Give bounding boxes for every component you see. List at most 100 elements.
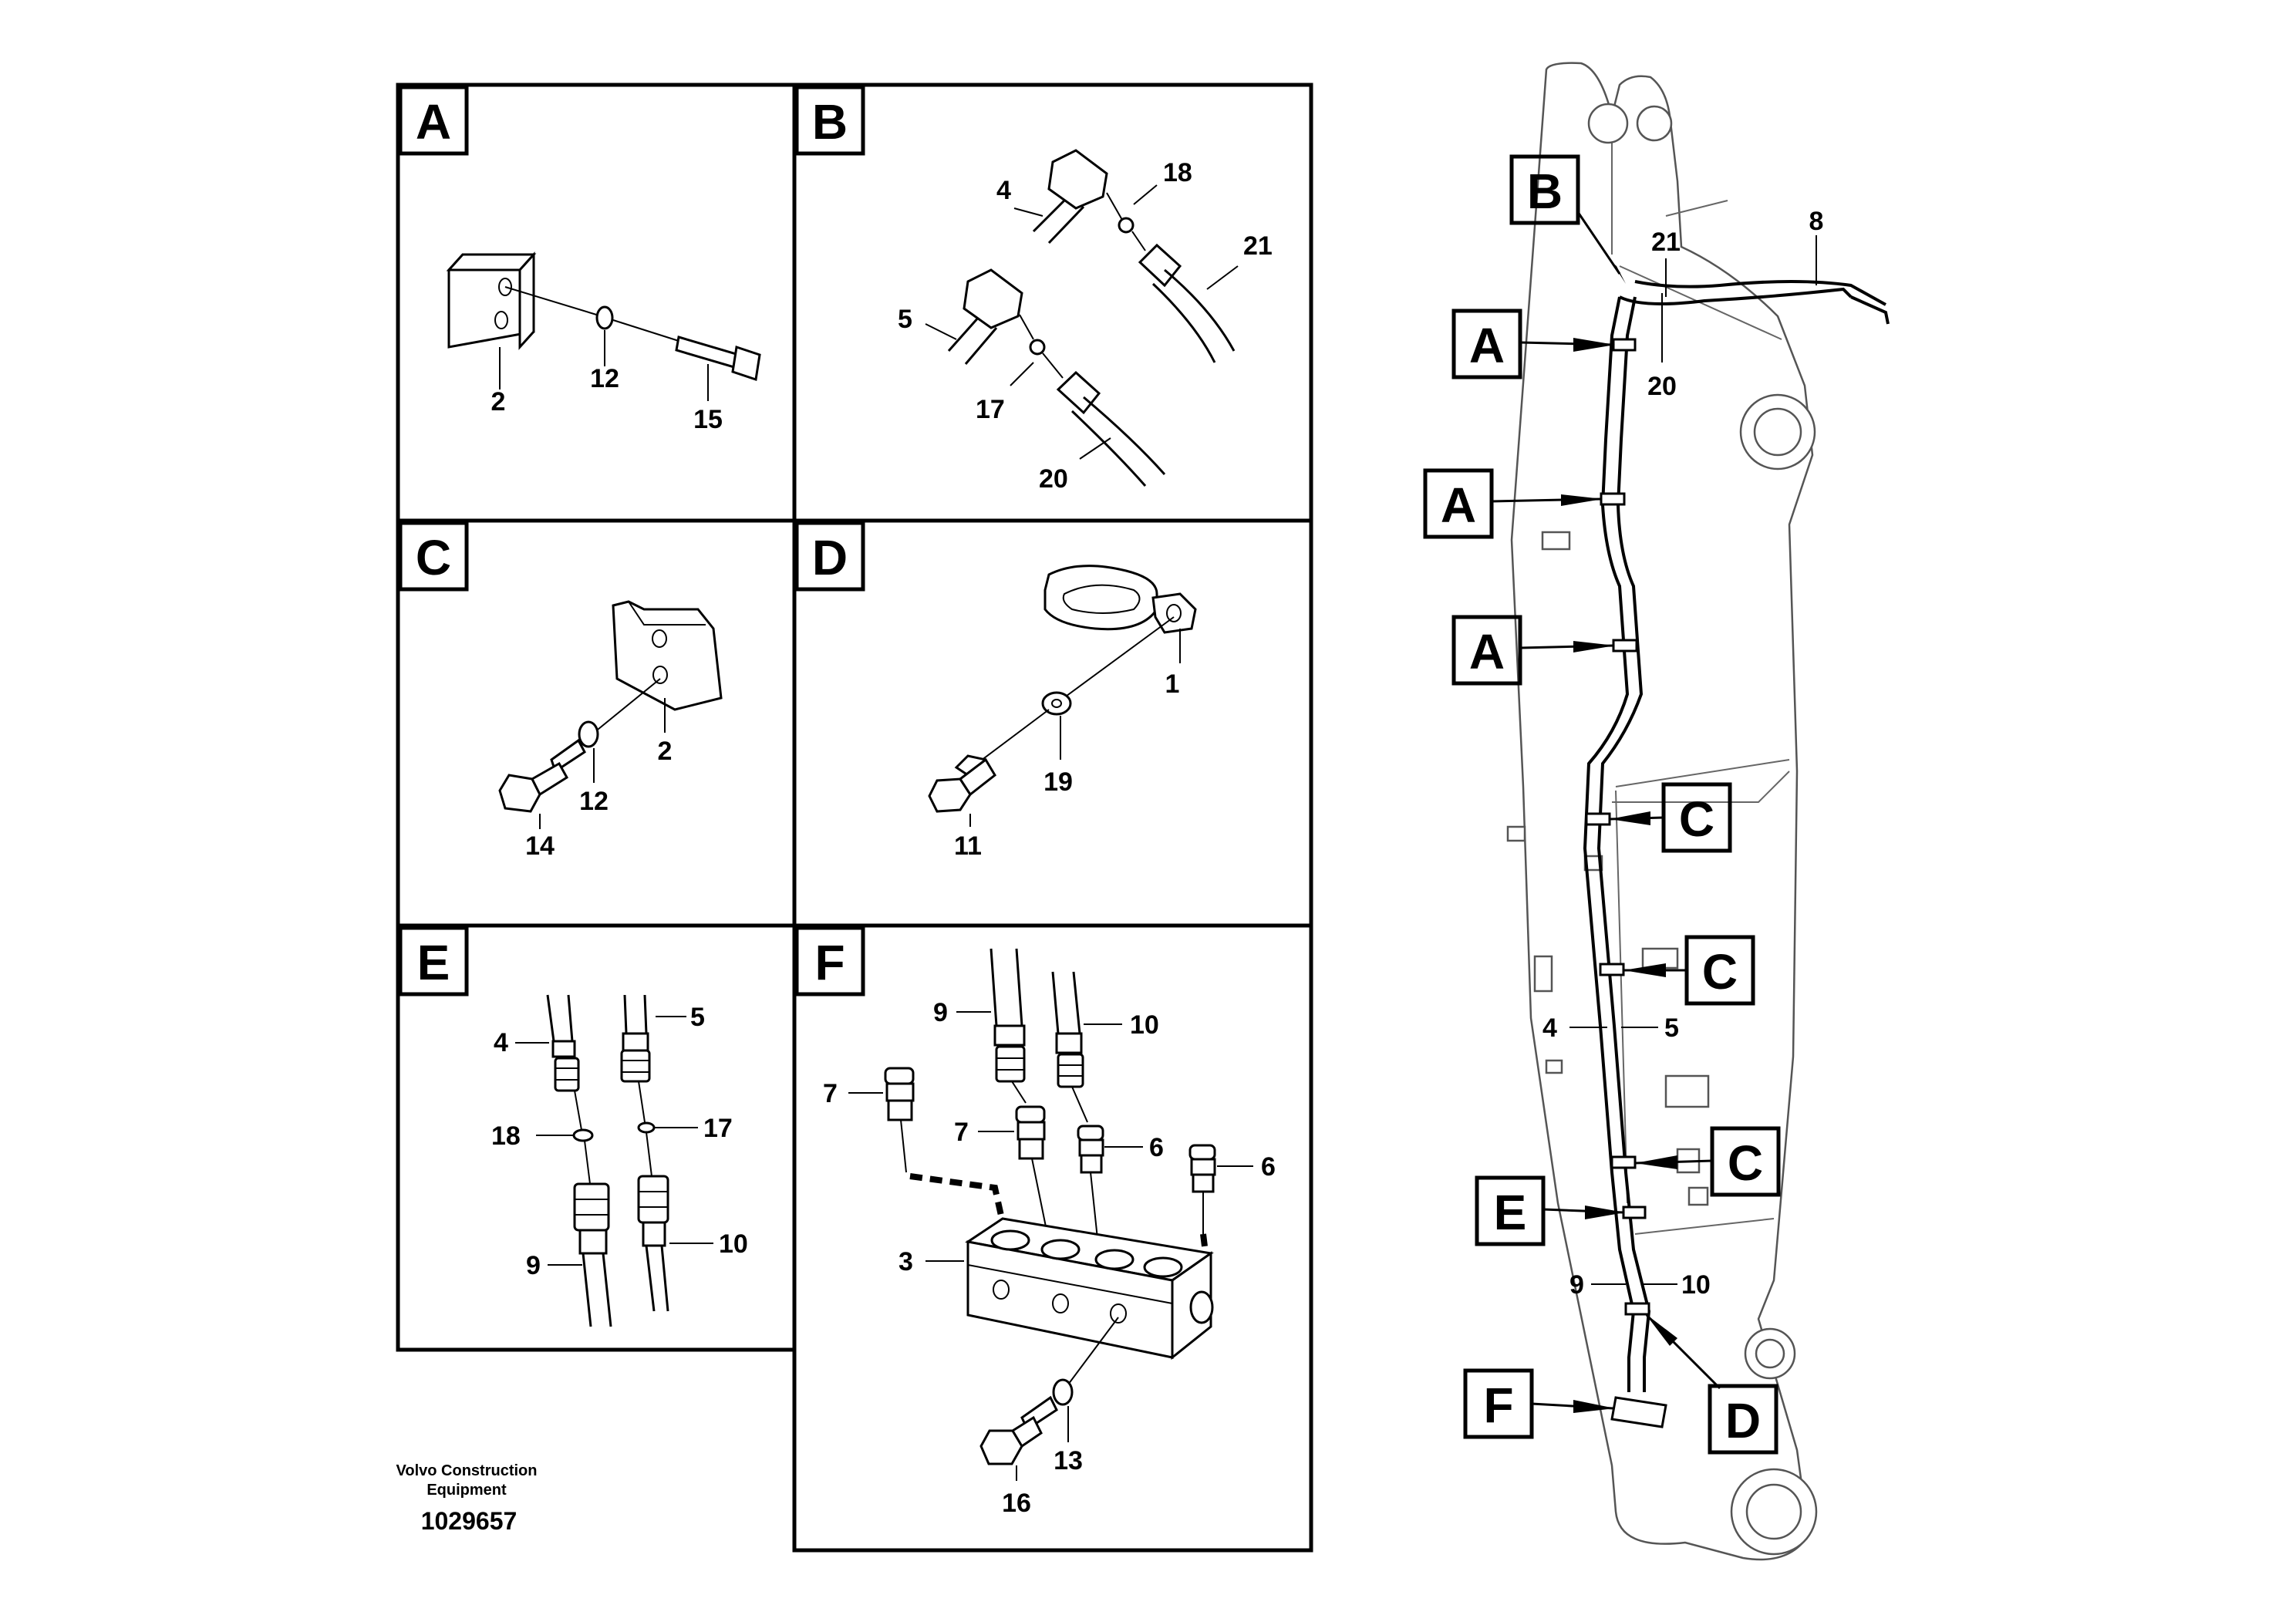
label-10: 10 bbox=[1681, 1270, 1711, 1300]
label-7: 7 bbox=[954, 1118, 969, 1147]
panel-d-letter: D bbox=[812, 530, 848, 585]
callout-c: C bbox=[1623, 935, 1755, 1006]
label-15: 15 bbox=[693, 405, 723, 434]
bolt-part-14 bbox=[498, 738, 586, 813]
panel-c: C 2 12 14 bbox=[398, 521, 723, 861]
panel-b-letter: B bbox=[812, 94, 848, 150]
callout-a: A bbox=[1423, 468, 1603, 539]
label-12: 12 bbox=[579, 787, 609, 816]
panel-b: B 4 18 21 5 17 bbox=[794, 85, 1273, 494]
label-14: 14 bbox=[525, 831, 555, 861]
hose-part-4 bbox=[546, 994, 580, 1092]
bolt-part-16 bbox=[979, 1395, 1058, 1465]
hose-fitting-part-4 bbox=[1032, 149, 1108, 244]
label-5: 5 bbox=[898, 305, 912, 334]
panel-grid bbox=[396, 83, 1313, 1553]
label-20: 20 bbox=[1647, 372, 1677, 401]
label-16: 16 bbox=[1002, 1489, 1031, 1518]
label-9: 9 bbox=[933, 998, 948, 1027]
label-20: 20 bbox=[1039, 464, 1068, 494]
clamp-block-part-2 bbox=[446, 251, 537, 350]
label-21: 21 bbox=[1243, 231, 1273, 261]
callout-d: D bbox=[1645, 1313, 1778, 1455]
washer-part-19 bbox=[1041, 691, 1072, 716]
hose-part-5 bbox=[620, 994, 651, 1083]
label-12: 12 bbox=[590, 364, 619, 393]
label-10: 10 bbox=[719, 1229, 748, 1259]
o-ring-part-18 bbox=[572, 1128, 594, 1142]
washer-part-12 bbox=[595, 305, 614, 330]
adapter-part-6 bbox=[1077, 1125, 1104, 1174]
label-4: 4 bbox=[494, 1028, 508, 1057]
panel-e: E bbox=[398, 926, 748, 1327]
label-6: 6 bbox=[1261, 1152, 1276, 1182]
manifold-block-small bbox=[1610, 1396, 1667, 1428]
hose-part-20 bbox=[1056, 370, 1166, 487]
panel-a: A 2 12 15 bbox=[398, 85, 761, 434]
label-4: 4 bbox=[1542, 1013, 1557, 1043]
callout-a: A bbox=[1451, 615, 1615, 686]
washer-part-13 bbox=[1052, 1378, 1074, 1406]
callout-c: C bbox=[1634, 1126, 1781, 1197]
o-ring-part-17 bbox=[637, 1121, 656, 1134]
label-11: 11 bbox=[954, 831, 982, 861]
label-6: 6 bbox=[1149, 1133, 1164, 1162]
svg-text:C: C bbox=[1679, 791, 1714, 847]
panel-f: F bbox=[794, 926, 1276, 1518]
label-3: 3 bbox=[899, 1247, 913, 1276]
hose-part-9 bbox=[990, 948, 1026, 1083]
callout-f: F bbox=[1463, 1368, 1615, 1439]
label-1: 1 bbox=[1165, 669, 1180, 699]
label-4: 4 bbox=[996, 176, 1011, 205]
label-19: 19 bbox=[1043, 767, 1073, 797]
footer: Volvo Construction Equipment 1029657 bbox=[396, 1462, 538, 1535]
callout-c: C bbox=[1609, 782, 1732, 853]
panel-c-letter: C bbox=[416, 530, 451, 585]
bolt-part-15 bbox=[675, 336, 761, 381]
svg-text:C: C bbox=[1728, 1135, 1763, 1191]
o-ring-part-17 bbox=[1029, 339, 1046, 356]
hose-part-9 bbox=[573, 1182, 612, 1327]
label-7: 7 bbox=[823, 1079, 838, 1108]
svg-text:F: F bbox=[1483, 1378, 1513, 1433]
o-ring-part-18 bbox=[1118, 217, 1135, 234]
callout-e: E bbox=[1475, 1175, 1625, 1246]
label-10: 10 bbox=[1130, 1010, 1159, 1040]
label-5: 5 bbox=[690, 1003, 705, 1032]
bolt-part-11 bbox=[928, 754, 996, 813]
panel-e-letter: E bbox=[417, 935, 450, 990]
label-18: 18 bbox=[491, 1121, 521, 1151]
svg-text:B: B bbox=[1527, 164, 1563, 219]
adapter-part-7 bbox=[1015, 1105, 1046, 1160]
svg-text:C: C bbox=[1702, 944, 1738, 1000]
svg-text:D: D bbox=[1725, 1393, 1761, 1448]
label-2: 2 bbox=[491, 387, 506, 416]
p-clamp-part-1 bbox=[1043, 565, 1197, 634]
label-2: 2 bbox=[658, 737, 673, 766]
label-9: 9 bbox=[526, 1251, 541, 1280]
label-8: 8 bbox=[1809, 207, 1824, 236]
adapter-part-7 bbox=[884, 1067, 915, 1121]
company-name-line2: Equipment bbox=[426, 1482, 507, 1499]
hose-part-10 bbox=[637, 1175, 669, 1312]
label-9: 9 bbox=[1569, 1270, 1584, 1300]
company-name-line1: Volvo Construction bbox=[396, 1462, 538, 1479]
hose-fitting-part-5 bbox=[947, 268, 1023, 365]
label-18: 18 bbox=[1163, 158, 1192, 187]
panel-d: D 1 19 11 bbox=[794, 521, 1197, 861]
hose-part-10 bbox=[1051, 971, 1084, 1088]
label-21: 21 bbox=[1651, 228, 1681, 257]
adapter-part-6 bbox=[1188, 1144, 1216, 1193]
svg-text:A: A bbox=[1441, 477, 1476, 533]
label-13: 13 bbox=[1054, 1446, 1083, 1475]
manifold-block-part-3 bbox=[965, 1217, 1214, 1361]
hose-part-21 bbox=[1138, 243, 1236, 363]
panel-f-letter: F bbox=[814, 935, 845, 990]
label-17: 17 bbox=[976, 395, 1005, 424]
label-17: 17 bbox=[703, 1114, 733, 1143]
label-5: 5 bbox=[1664, 1013, 1679, 1043]
callout-b: B bbox=[1509, 154, 1626, 284]
panel-a-letter: A bbox=[416, 94, 451, 150]
callout-a: A bbox=[1451, 309, 1615, 379]
